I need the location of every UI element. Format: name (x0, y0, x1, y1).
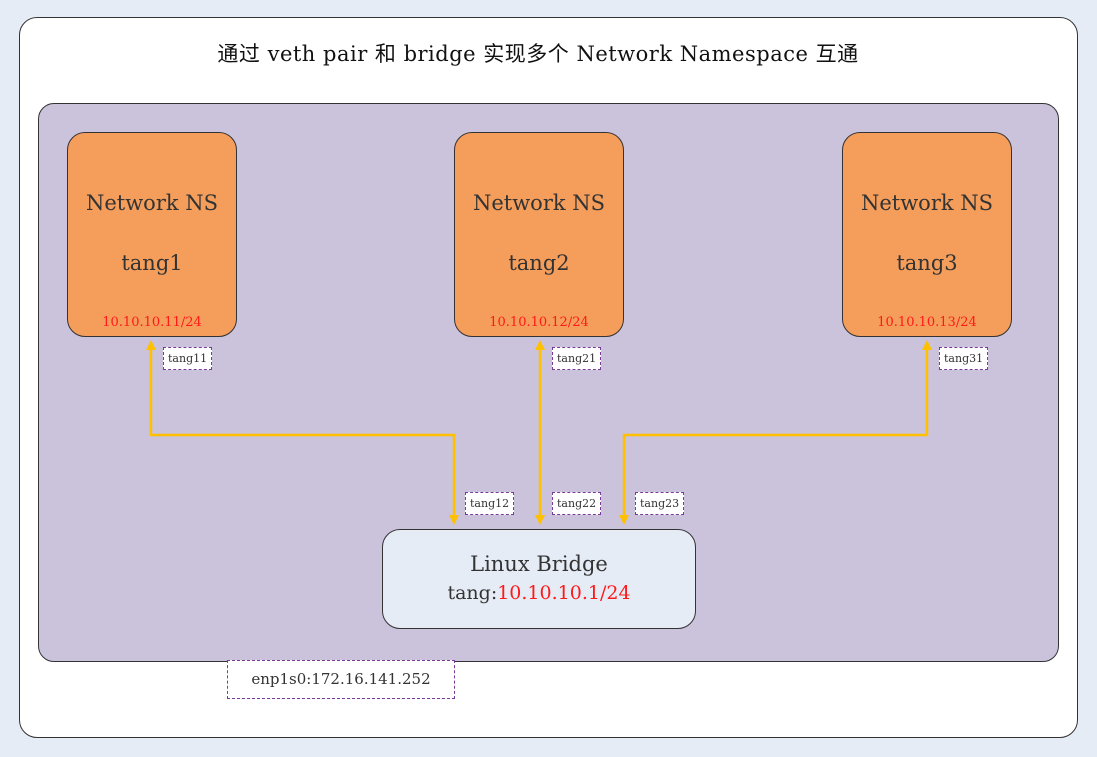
veth-label-tang31: tang31 (939, 347, 989, 370)
veth-label-tang11: tang11 (163, 347, 213, 370)
namespace-box-tang1: Network NS tang1 10.10.10.11/24 (67, 132, 237, 337)
veth-label-tang21: tang21 (552, 347, 602, 370)
bridge-title: Linux Bridge (470, 552, 608, 576)
bridge-ip: 10.10.10.1/24 (497, 582, 631, 604)
namespace-name: tang3 (896, 251, 958, 275)
namespace-title: Network NS (85, 191, 219, 215)
namespace-name: tang2 (508, 251, 570, 275)
veth-link-tang3 (619, 340, 932, 525)
bridge-address-line: tang:10.10.10.1/24 (383, 582, 695, 604)
uplink-interface-label: enp1s0:172.16.141.252 (227, 660, 455, 699)
veth-label-tang23: tang23 (635, 492, 685, 515)
veth-label-tang12: tang12 (465, 492, 515, 515)
namespace-ip: 10.10.10.12/24 (489, 315, 589, 330)
linux-bridge-box: Linux Bridge tang:10.10.10.1/24 (382, 529, 696, 629)
namespace-name: tang1 (121, 251, 183, 275)
veth-link-tang1 (146, 340, 459, 525)
namespace-title: Network NS (860, 191, 994, 215)
bridge-name: tang: (447, 582, 498, 604)
namespace-ip: 10.10.10.13/24 (877, 315, 977, 330)
namespace-title: Network NS (472, 191, 606, 215)
namespace-box-tang3: Network NS tang3 10.10.10.13/24 (842, 132, 1012, 337)
veth-label-tang22: tang22 (552, 492, 602, 515)
namespace-ip: 10.10.10.11/24 (102, 315, 202, 330)
diagram-title: 通过 veth pair 和 bridge 实现多个 Network Names… (217, 42, 859, 66)
namespace-box-tang2: Network NS tang2 10.10.10.12/24 (454, 132, 624, 337)
